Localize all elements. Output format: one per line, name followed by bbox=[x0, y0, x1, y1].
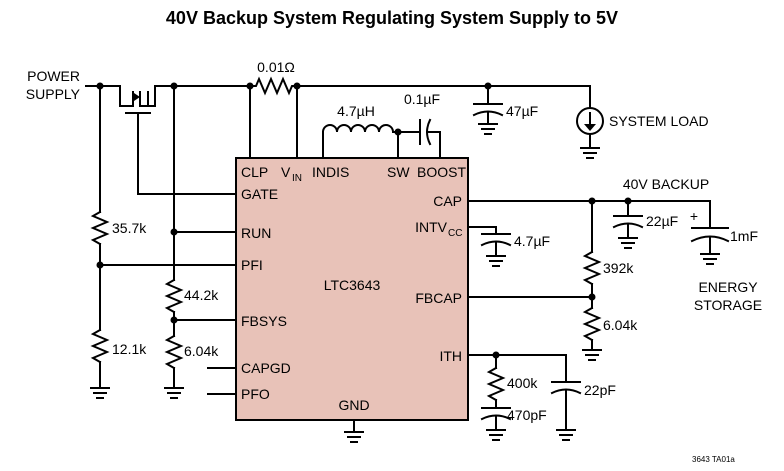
junction bbox=[588, 293, 596, 301]
inductor bbox=[321, 124, 421, 159]
pin-fbcap: FBCAP bbox=[415, 290, 462, 306]
ic-body bbox=[235, 157, 469, 421]
ic-ground bbox=[344, 419, 364, 443]
pin-run: RUN bbox=[241, 225, 271, 241]
junction bbox=[96, 261, 104, 269]
energy-label-2: STORAGE bbox=[694, 297, 762, 313]
pin-pfo: PFO bbox=[241, 386, 270, 402]
r-fbcap-bot-label: 6.04k bbox=[603, 317, 638, 333]
c-ith2-label: 22pF bbox=[584, 382, 616, 398]
pin-clp: CLP bbox=[241, 164, 268, 180]
pin-gate: GATE bbox=[241, 186, 278, 202]
ic-name: LTC3643 bbox=[324, 277, 381, 293]
energy-label-1: ENERGY bbox=[698, 279, 758, 295]
pin-vin: V bbox=[281, 164, 291, 180]
mosfet bbox=[119, 85, 251, 195]
pin-boost: BOOST bbox=[417, 164, 466, 180]
pin-pfi: PFI bbox=[241, 257, 263, 273]
pin-indis: INDIS bbox=[312, 164, 349, 180]
c-cap-label: 22µF bbox=[646, 213, 678, 229]
c-intvcc-label: 4.7µF bbox=[514, 233, 550, 249]
input-capacitor bbox=[472, 85, 504, 135]
junction bbox=[394, 128, 402, 136]
backup-label: 40V BACKUP bbox=[623, 176, 709, 192]
c-storage-label: 1mF bbox=[730, 228, 758, 244]
junction bbox=[492, 351, 500, 359]
pin-intvcc-sub: CC bbox=[448, 228, 462, 239]
cap-capacitor bbox=[612, 200, 644, 249]
inductor-label: 4.7µH bbox=[337, 103, 375, 119]
diagram-title: 40V Backup System Regulating System Supp… bbox=[166, 8, 618, 28]
r-ith-label: 400k bbox=[507, 375, 538, 391]
pin-vin-sub: IN bbox=[292, 173, 302, 184]
intvcc-capacitor bbox=[467, 226, 512, 267]
system-load bbox=[576, 85, 604, 159]
polarity-plus: + bbox=[690, 208, 698, 224]
r-fbcap-top-label: 392k bbox=[603, 260, 634, 276]
boost-capacitor bbox=[419, 118, 441, 159]
fbsys-divider bbox=[164, 85, 237, 399]
fbcap-divider bbox=[467, 200, 602, 361]
pin-capgd: CAPGD bbox=[241, 360, 291, 376]
pin-ith: ITH bbox=[439, 348, 462, 364]
power-label-2: SUPPLY bbox=[26, 86, 81, 102]
pin-gnd: GND bbox=[338, 397, 369, 413]
storage-capacitor bbox=[690, 200, 730, 265]
r-pfi-top-label: 35.7k bbox=[112, 220, 147, 236]
r-fbsys-bot-label: 6.04k bbox=[184, 343, 219, 359]
c-boost-label: 0.1µF bbox=[404, 91, 440, 107]
system-load-label: SYSTEM LOAD bbox=[609, 113, 709, 129]
r-fbsys-top-label: 44.2k bbox=[184, 287, 219, 303]
ith-compensation bbox=[467, 354, 582, 441]
c-in-label: 47µF bbox=[506, 103, 538, 119]
pin-sw: SW bbox=[387, 164, 410, 180]
pfi-divider bbox=[90, 85, 237, 399]
pin-cap: CAP bbox=[433, 193, 462, 209]
r-pfi-bot-label: 12.1k bbox=[112, 341, 147, 357]
pin-intvcc: INTV bbox=[415, 219, 448, 235]
sense-resistor bbox=[249, 76, 298, 96]
r-sense-label: 0.01Ω bbox=[257, 59, 295, 75]
pin-fbsys: FBSYS bbox=[241, 313, 287, 329]
c-ith-label: 470pF bbox=[507, 407, 547, 423]
junction bbox=[170, 316, 178, 324]
power-label-1: POWER bbox=[27, 68, 80, 84]
figure-id: 3643 TA01a bbox=[692, 455, 735, 464]
junction bbox=[170, 228, 178, 236]
